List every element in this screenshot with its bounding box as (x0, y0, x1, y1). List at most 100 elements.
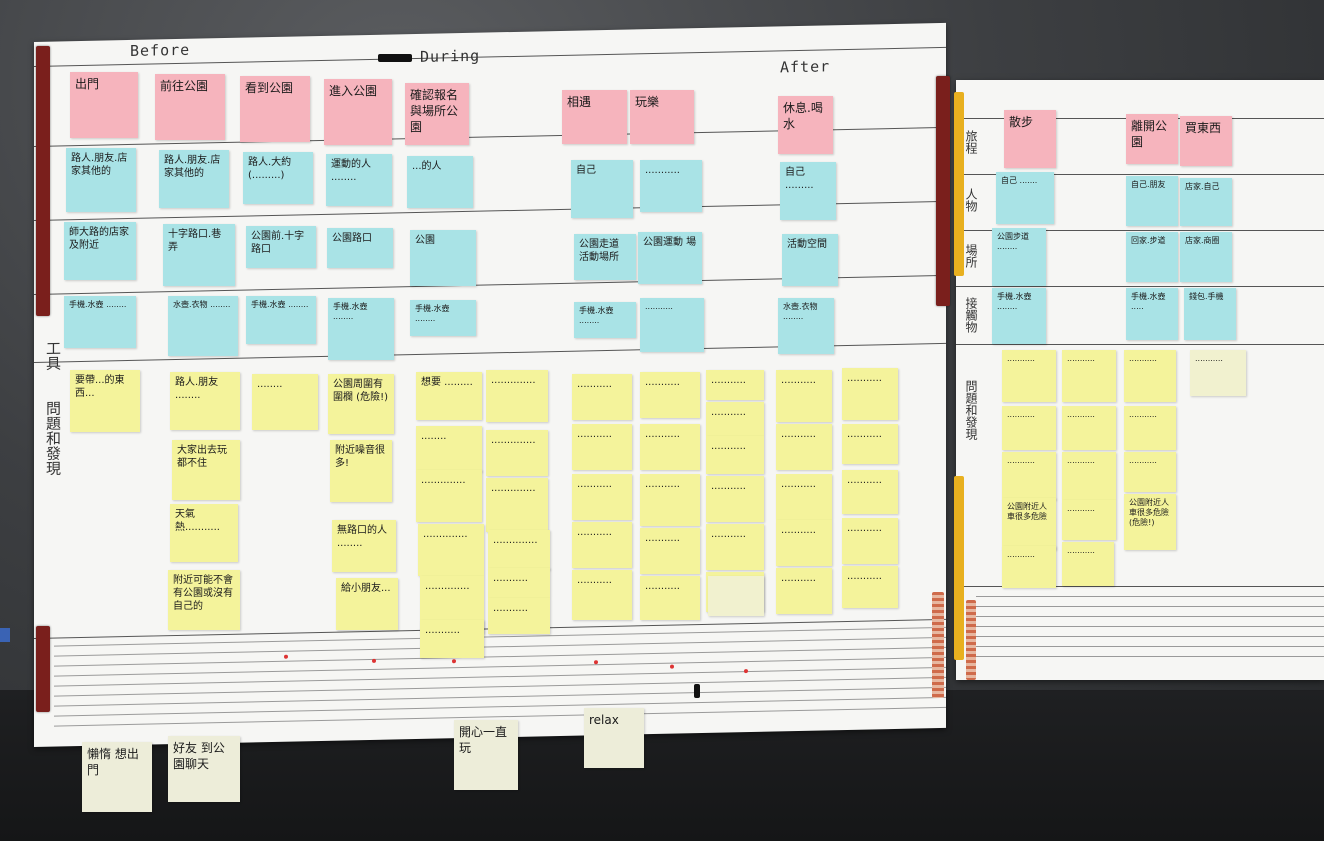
binder-clip (694, 684, 700, 698)
sticky-note-problems: ........... (1062, 542, 1114, 586)
marker-dot (744, 669, 748, 674)
sticky-note-people: 店家.自己 (1180, 178, 1232, 226)
staff-line (976, 646, 1324, 647)
staff-line (976, 626, 1324, 627)
sticky-note-problems: ........... (640, 474, 700, 526)
grid-line (956, 344, 1324, 345)
sticky-note-problems: ........... (1062, 406, 1116, 450)
sticky-note-problems: ........... (706, 370, 764, 400)
sticky-note-problems: ........... (776, 568, 832, 614)
sticky-note-titles: 休息.喝水 (778, 96, 833, 154)
sticky-note-titles: 相遇 (562, 90, 627, 144)
sticky-note-problems: 附近可能不會有公園或沒有自己的 (168, 570, 240, 630)
sticky-note-problems: .............. (486, 370, 548, 422)
sticky-note-tools: ........... (640, 298, 704, 352)
sticky-note-people: 運動的人 ........ (326, 154, 392, 206)
row-label-people: 人物 (964, 188, 978, 212)
sticky-note-problems: ........... (842, 470, 898, 514)
sticky-note-problems: 無路口的人 ........ (332, 520, 396, 572)
staff-line (976, 606, 1324, 607)
sticky-note-problems: ........... (842, 424, 898, 464)
sticky-note-people: ........... (640, 160, 702, 212)
row-label-tools: 接觸物 (964, 297, 978, 333)
sticky-note-problems: ........... (488, 598, 550, 634)
marker-dot (452, 659, 456, 664)
sticky-note-problems: ........... (640, 424, 700, 470)
sticky-note-problems: ........... (572, 474, 632, 520)
sticky-note-problems: ........... (640, 372, 700, 418)
sticky-note-titles: 散步 (1004, 110, 1056, 168)
sticky-note-places: 公園前.十字路口 (246, 226, 316, 268)
phase-during-heading: During (420, 46, 481, 66)
binder-clip (378, 54, 412, 62)
sticky-note-places: 公園運動 場 (638, 232, 702, 284)
row-label-journey: 旅程 (964, 130, 978, 154)
staff-line (54, 696, 946, 717)
staff-line (54, 676, 946, 697)
sticky-note-places: 公園走道 活動場所 (574, 234, 636, 280)
sticky-note-tools: 水壺.衣物 ........ (778, 298, 834, 354)
sticky-note-pale-notes (708, 576, 764, 616)
floor-sticky-note: 開心一直玩 (454, 720, 518, 790)
grid-line (956, 230, 1324, 231)
sticky-note-problems: ........... (572, 374, 632, 420)
sticky-note-problems: ........... (1002, 350, 1056, 402)
grid-line (956, 586, 1324, 587)
sticky-note-problems: ........... (1124, 350, 1176, 402)
staff-line (54, 686, 946, 707)
sticky-note-people: 自己 ....... (996, 172, 1054, 224)
sticky-note-tools: 手機.水壺 ........ (246, 296, 316, 344)
row-label-tools: 工具 (44, 340, 62, 371)
row-label-problems: 問題和發現 (44, 399, 62, 476)
sticky-note-problems: .............. (488, 530, 550, 570)
sticky-note-problems: ........... (572, 424, 632, 470)
ruler (966, 600, 976, 680)
sticky-note-tools: 手機.水壺 ........ (328, 298, 394, 360)
sticky-note-problems: ........... (1062, 452, 1116, 500)
sticky-note-problems: ........... (842, 566, 898, 608)
sticky-note-problems: ........... (842, 518, 898, 564)
sticky-note-places: 師大路的店家及附近 (64, 222, 136, 280)
phase-after-heading: After (780, 57, 831, 77)
sticky-note-problems: ........ (416, 426, 482, 472)
sticky-note-problems: ........... (1002, 452, 1056, 500)
sticky-note-problems: 公園附近人車很多危險 (危險!) (1124, 494, 1176, 550)
sticky-note-problems: ........... (776, 520, 832, 566)
sticky-note-problems: ........... (1124, 452, 1176, 492)
floor-sticky-note: 好友 到公園聊天 (168, 736, 240, 802)
magnet-strip (36, 626, 50, 712)
sticky-note-places: 活動空間 (782, 234, 838, 286)
sticky-note-titles: 確認報名與場所公園 (405, 83, 469, 145)
sticky-note-places: 回家.步道 (1126, 232, 1178, 282)
sticky-note-problems: ........... (1002, 546, 1056, 588)
sticky-note-tools: 手機.水壺 ........ (64, 296, 136, 348)
sticky-note-problems: ........... (1062, 500, 1116, 540)
sticky-note-problems: 路人.朋友 ........ (170, 372, 240, 430)
sticky-note-problems: ........... (842, 368, 898, 420)
sticky-note-problems: .............. (486, 430, 548, 476)
marker-dot (284, 654, 288, 659)
grid-line (956, 286, 1324, 287)
sticky-note-problems: ........... (706, 402, 764, 436)
sticky-note-tools: 錢包.手機 (1184, 288, 1236, 340)
sticky-note-problems: .............. (416, 470, 482, 522)
sticky-note-titles: 買東西 (1180, 116, 1232, 166)
sticky-note-titles: 玩樂 (630, 90, 694, 144)
staff-line (976, 596, 1324, 597)
staff-line (54, 646, 946, 667)
sticky-note-people: 自己 ......... (780, 162, 836, 220)
row-label-places: 場所 (964, 244, 978, 268)
sticky-note-problems: ........... (1124, 406, 1176, 450)
sticky-note-problems: ........... (640, 576, 700, 620)
sticky-note-problems: 大家出去玩都不住 (172, 440, 240, 500)
sticky-note-people: 路人.大約 (.........) (243, 152, 313, 204)
sticky-note-people: ...的人 (407, 156, 473, 208)
magnet-strip (936, 76, 950, 306)
phase-before-heading: Before (130, 40, 191, 60)
sticky-note-problems: ........... (640, 528, 700, 574)
sticky-note-people: 路人.朋友.店家其他的 (66, 148, 136, 212)
sticky-note-titles: 進入公園 (324, 79, 392, 145)
sticky-note-titles: 離開公園 (1126, 114, 1178, 164)
sticky-note-problems: ........... (706, 436, 764, 474)
sticky-note-problems: ........... (776, 424, 832, 470)
